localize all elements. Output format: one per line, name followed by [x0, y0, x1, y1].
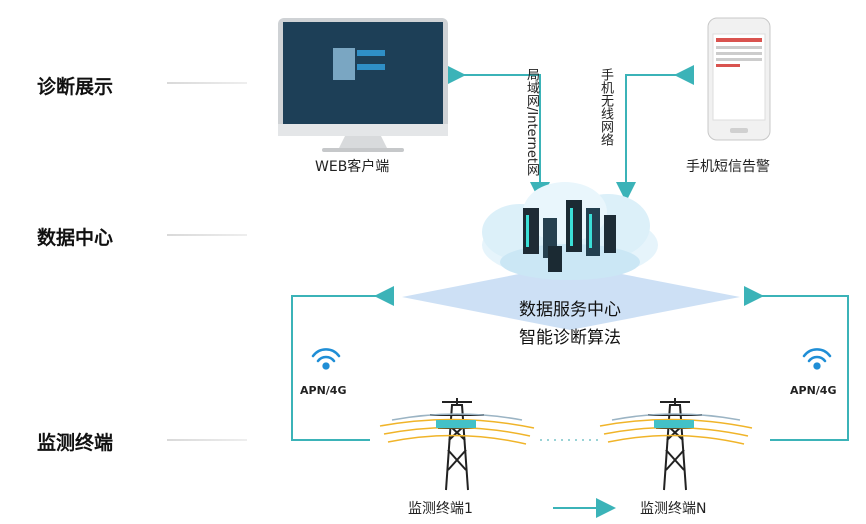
web-client-label: WEB客户端: [315, 159, 390, 175]
layer-divider-terminal: [167, 439, 247, 441]
sensor-icon-1: [436, 420, 476, 428]
service-platform: [402, 264, 740, 330]
server-rack-icon: [523, 200, 616, 272]
power-tower-icon-n: [648, 398, 702, 491]
apn-label-right: APN/4G: [790, 384, 837, 397]
wifi-icon-left: [311, 348, 341, 370]
right-terminal-link-line: [744, 286, 849, 441]
service-center-title: 数据服务中心: [519, 300, 621, 320]
layer-label-terminal: 监测终端: [37, 432, 114, 454]
power-tower-icon-1: [430, 398, 484, 491]
apn-label-left: APN/4G: [300, 384, 347, 397]
service-center-label: 数据服务中心 智能诊断算法: [470, 296, 670, 352]
left-terminal-link-line: [291, 286, 394, 441]
layer-label-display: 诊断展示: [37, 76, 114, 98]
layer-label-datacenter: 数据中心: [37, 227, 114, 249]
wifi-icon-right: [802, 348, 832, 370]
monitor-icon: [278, 18, 448, 152]
lan-link-line: [446, 65, 550, 202]
smartphone-icon: [707, 17, 771, 141]
mobile-link-label: 手机无线网络: [598, 68, 613, 146]
layer-divider-datacenter: [167, 234, 247, 236]
sms-alarm-label: 手机短信告警: [686, 159, 770, 175]
mobile-link-line: [616, 65, 694, 202]
service-center-subtitle: 智能诊断算法: [519, 328, 621, 348]
sensor-icon-n: [654, 420, 694, 428]
layer-divider-display: [167, 82, 247, 84]
terminal-1-label: 监测终端1: [408, 501, 473, 517]
terminal-n-label: 监测终端N: [640, 501, 707, 517]
lan-link-label: 局域网/Internet网: [524, 68, 539, 176]
